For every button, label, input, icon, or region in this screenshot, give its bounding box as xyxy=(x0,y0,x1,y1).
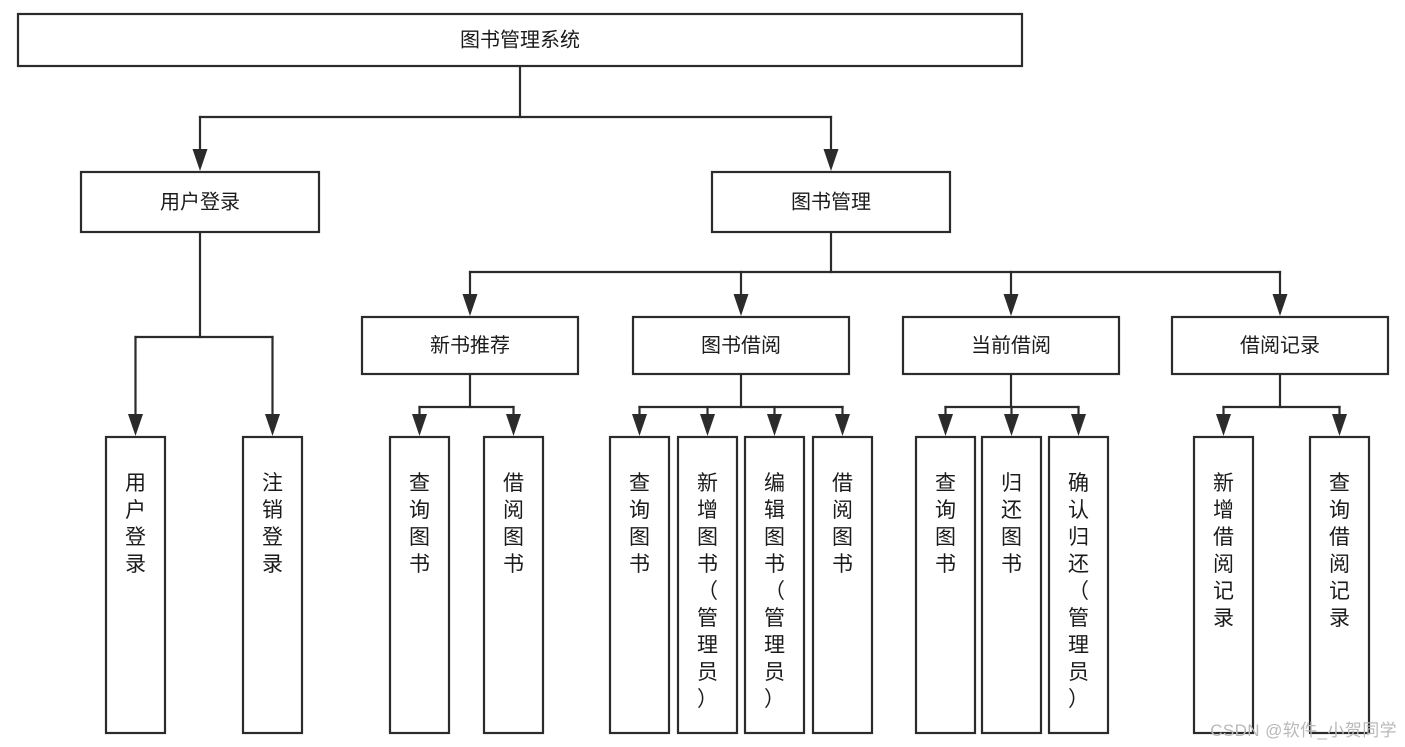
watermark-label: CSDN @软件_小贺同学 xyxy=(1210,721,1397,740)
arrow-head-icon xyxy=(192,149,208,171)
arrow-head-icon xyxy=(823,149,839,171)
arrow-head-icon xyxy=(265,414,280,436)
node-leaf_3[interactable]: 借阅图书 xyxy=(482,435,545,735)
node-leaf_9[interactable]: 归还图书 xyxy=(980,435,1043,735)
arrow-head-icon xyxy=(938,414,953,436)
connector-group xyxy=(938,372,1086,436)
node-box[interactable] xyxy=(811,435,874,735)
node-label: 查询图书 xyxy=(629,472,650,576)
node-label: 借阅图书 xyxy=(832,472,853,576)
node-box[interactable] xyxy=(980,435,1043,735)
node-leaf_8[interactable]: 查询图书 xyxy=(914,435,977,735)
arrow-head-icon xyxy=(412,414,427,436)
node-box[interactable] xyxy=(16,12,1024,68)
node-box[interactable] xyxy=(241,435,304,735)
connector-group xyxy=(462,230,1288,316)
node-label: 编辑图书（管理员） xyxy=(764,472,785,711)
node-label: 图书借阅 xyxy=(701,334,781,357)
node-box[interactable] xyxy=(1047,435,1110,735)
node-label: 借阅记录 xyxy=(1240,334,1320,357)
node-label: 注销登录 xyxy=(262,472,283,576)
node-box[interactable] xyxy=(914,435,977,735)
node-label: 图书管理 xyxy=(791,190,871,213)
node-root[interactable]: 图书管理系统 xyxy=(16,12,1024,68)
node-label: 新增借阅记录 xyxy=(1213,472,1234,630)
arrow-head-icon xyxy=(1272,294,1288,316)
node-box[interactable] xyxy=(1192,435,1255,735)
node-label: 新书推荐 xyxy=(430,334,510,357)
arrow-head-icon xyxy=(700,414,715,436)
arrow-head-icon xyxy=(767,414,782,436)
node-leaf_10[interactable]: 确认归还（管理员） xyxy=(1047,435,1110,735)
node-box[interactable] xyxy=(710,170,952,234)
node-label: 查询图书 xyxy=(935,472,956,576)
node-l1_0[interactable]: 用户登录 xyxy=(79,170,321,234)
node-leaf_4[interactable]: 查询图书 xyxy=(608,435,671,735)
node-box[interactable] xyxy=(608,435,671,735)
arrow-head-icon xyxy=(1216,414,1231,436)
node-box[interactable] xyxy=(482,435,545,735)
arrow-head-icon xyxy=(1332,414,1347,436)
node-label: 借阅图书 xyxy=(503,472,524,576)
node-leaf_7[interactable]: 借阅图书 xyxy=(811,435,874,735)
arrow-head-icon xyxy=(506,414,521,436)
node-box[interactable] xyxy=(1170,315,1390,376)
node-l2_2[interactable]: 当前借阅 xyxy=(901,315,1121,376)
node-label: 归还图书 xyxy=(1001,472,1022,576)
node-l1_1[interactable]: 图书管理 xyxy=(710,170,952,234)
node-box[interactable] xyxy=(360,315,580,376)
node-label: 确认归还（管理员） xyxy=(1068,472,1089,711)
node-box[interactable] xyxy=(1308,435,1371,735)
node-box[interactable] xyxy=(388,435,451,735)
node-l2_0[interactable]: 新书推荐 xyxy=(360,315,580,376)
connectors-layer xyxy=(128,64,1347,436)
node-box[interactable] xyxy=(631,315,851,376)
connector-group xyxy=(128,230,280,436)
connector-group xyxy=(412,372,521,436)
node-label: 查询图书 xyxy=(409,472,430,576)
node-box[interactable] xyxy=(743,435,806,735)
connector-group xyxy=(632,372,850,436)
node-leaf_12[interactable]: 查询借阅记录 xyxy=(1308,435,1371,735)
node-leaf_5[interactable]: 新增图书（管理员） xyxy=(676,435,739,735)
node-l2_3[interactable]: 借阅记录 xyxy=(1170,315,1390,376)
node-label: 查询借阅记录 xyxy=(1329,472,1350,630)
node-leaf_6[interactable]: 编辑图书（管理员） xyxy=(743,435,806,735)
node-label: 用户登录 xyxy=(160,190,240,213)
node-leaf_0[interactable]: 用户登录 xyxy=(104,435,167,735)
node-box[interactable] xyxy=(901,315,1121,376)
arrow-head-icon xyxy=(632,414,647,436)
arrow-head-icon xyxy=(1003,294,1019,316)
node-label: 当前借阅 xyxy=(971,334,1051,357)
connector-group xyxy=(192,64,839,171)
node-label: 用户登录 xyxy=(125,472,146,576)
nodes-layer: 图书管理系统用户登录图书管理新书推荐图书借阅当前借阅借阅记录用户登录注销登录查询… xyxy=(16,12,1390,735)
arrow-head-icon xyxy=(835,414,850,436)
node-label: 新增图书（管理员） xyxy=(697,472,718,711)
arrow-head-icon xyxy=(1071,414,1086,436)
arrow-head-icon xyxy=(128,414,143,436)
node-leaf_1[interactable]: 注销登录 xyxy=(241,435,304,735)
node-box[interactable] xyxy=(79,170,321,234)
connector-group xyxy=(1216,372,1347,436)
node-box[interactable] xyxy=(104,435,167,735)
arrow-head-icon xyxy=(733,294,749,316)
node-l2_1[interactable]: 图书借阅 xyxy=(631,315,851,376)
arrow-head-icon xyxy=(1004,414,1019,436)
node-leaf_2[interactable]: 查询图书 xyxy=(388,435,451,735)
node-box[interactable] xyxy=(676,435,739,735)
node-label: 图书管理系统 xyxy=(460,28,580,51)
node-leaf_11[interactable]: 新增借阅记录 xyxy=(1192,435,1255,735)
arrow-head-icon xyxy=(462,294,478,316)
